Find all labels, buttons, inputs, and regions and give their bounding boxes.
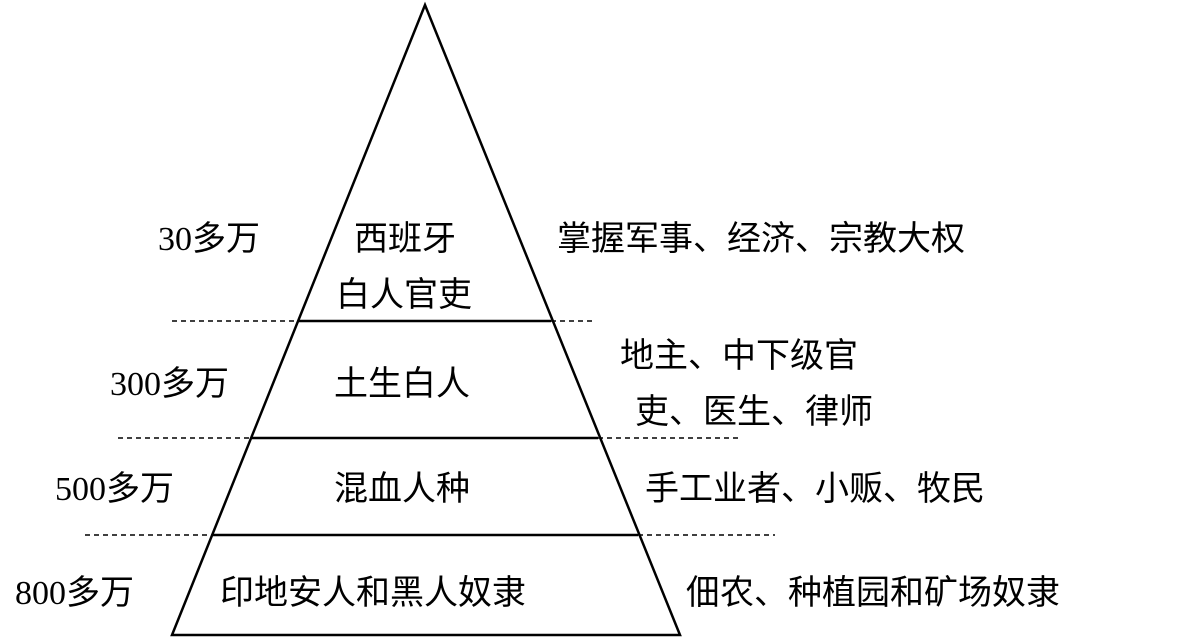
- population-label: 300多万: [110, 365, 229, 403]
- role-label: 吏、医生、律师: [635, 392, 873, 432]
- role-label: 佃农、种植园和矿场奴隶: [686, 573, 1060, 613]
- pyramid-outline: [170, 1, 682, 637]
- group-label: 土生白人: [334, 364, 470, 404]
- population-label: 30多万: [158, 220, 260, 258]
- role-label: 掌握军事、经济、宗教大权: [557, 219, 965, 259]
- group-label: 混血人种: [334, 469, 470, 509]
- population-label: 500多万: [55, 470, 174, 508]
- group-label: 西班牙: [354, 219, 456, 259]
- role-label: 地主、中下级官: [620, 336, 858, 376]
- group-label: 白人官吏: [336, 275, 472, 315]
- group-label: 印地安人和黑人奴隶: [220, 573, 526, 613]
- role-label: 手工业者、小贩、牧民: [645, 469, 985, 509]
- population-label: 800多万: [15, 574, 134, 612]
